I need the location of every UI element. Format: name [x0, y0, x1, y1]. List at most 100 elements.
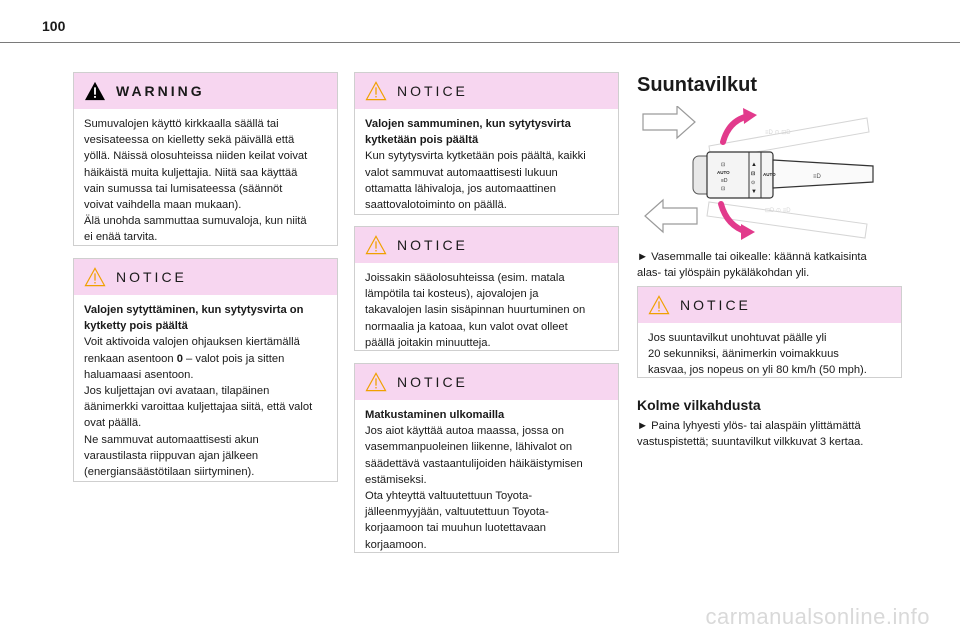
- notice-title: NOTICE: [680, 297, 751, 313]
- text-line: ei enää tarvita.: [84, 231, 158, 244]
- text-line: saattovalotoiminto on päällä.: [365, 199, 507, 212]
- text-line: Sumuvalojen käyttö kirkkaalla säällä tai: [84, 118, 279, 130]
- text-line: äänimerkki varoittaa kuljettajaa siitä, …: [84, 401, 313, 414]
- notice-text: Joissakin sääolosuhteissa (esim. matala …: [355, 263, 618, 359]
- text-line: Jos aiot käyttää autoa maassa, jossa on: [365, 425, 565, 438]
- warning-title: WARNING: [116, 83, 205, 99]
- text-line: yöllä. Näissä olosuhteissa niiden keilat…: [84, 150, 308, 163]
- text-line: alas- tai ylöspäin pykäläkohdan yli.: [637, 267, 810, 280]
- text-line: ottamatta lähivaloja, jos automaattinen: [365, 182, 556, 195]
- auto-label: AUTO: [717, 170, 730, 175]
- notice-text: Valojen sytyttäminen, kun sytytysvirta o…: [74, 295, 337, 488]
- text-span: – valot pois ja sitten: [182, 352, 285, 365]
- instruction-text: ► Vasemmalle tai oikealle: käännä katkai…: [637, 249, 907, 281]
- text-line: haluamaasi asentoon.: [84, 368, 194, 381]
- position-zero: 0: [176, 352, 183, 365]
- svg-text:≡D: ≡D: [721, 178, 728, 184]
- text-line: 20 sekunniksi, äänimerkin voimakkuus: [648, 348, 839, 361]
- notice-title: NOTICE: [116, 269, 187, 285]
- svg-text:⊡: ⊡: [721, 162, 725, 168]
- warning-box: WARNING Sumuvalojen käyttö kirkkaalla sä…: [73, 72, 338, 246]
- right-arrow-icon: [642, 106, 696, 140]
- notice-heading: Valojen sytyttäminen, kun sytytysvirta o…: [84, 304, 304, 316]
- subsection-title: Kolme vilkahdusta: [637, 397, 761, 413]
- notice-box-lights-off: NOTICE Valojen sammuminen, kun sytytysvi…: [354, 72, 619, 215]
- left-arrow-icon: [644, 198, 698, 234]
- page-number: 100: [42, 18, 66, 34]
- text-line: häikäistä muita kuljettajia. Niitä saa k…: [84, 166, 298, 179]
- text-line: Ota yhteyttä valtuutettuun Toyota-: [365, 490, 533, 503]
- text-line: kasvaa, jos nopeus on yli 80 km/h (50 mp…: [648, 364, 867, 377]
- text-line: vasemmanpuoleinen liikenne, lähivalot on: [365, 441, 573, 454]
- notice-header: NOTICE: [355, 364, 618, 400]
- footer-watermark: carmanualsonline.info: [705, 604, 930, 629]
- svg-text:⊡: ⊡: [721, 186, 725, 192]
- notice-icon: [648, 295, 670, 315]
- notice-title: NOTICE: [397, 237, 468, 253]
- text-line: varaustilasta riippuvan ajan jälkeen: [84, 449, 259, 462]
- text-line: korjaamoon.: [365, 538, 427, 551]
- text-line: takavalojen lasin sisäpinnan huurtuminen…: [365, 304, 586, 317]
- text-line: vastuspistettä; suuntavilkut vilkkuvat 3…: [637, 436, 864, 449]
- text-line: Joissakin sääolosuhteissa (esim. matala: [365, 272, 565, 284]
- warning-text: Sumuvalojen käyttö kirkkaalla säällä tai…: [74, 109, 337, 254]
- warning-icon: [85, 81, 105, 101]
- notice-box-condensation: NOTICE Joissakin sääolosuhteissa (esim. …: [354, 226, 619, 351]
- text-line: Jos suuntavilkut unohtuvat päälle yli: [648, 332, 827, 344]
- svg-text:▼: ▼: [751, 189, 757, 195]
- notice-header: NOTICE: [355, 73, 618, 109]
- svg-text:⊡: ⊡: [751, 171, 755, 177]
- text-line: Kun sytytysvirta kytketään pois päältä, …: [365, 150, 586, 163]
- notice-header: NOTICE: [638, 287, 901, 323]
- text-line: korjaamoon tai muuhun luotettavaan: [365, 522, 546, 535]
- svg-text:⊡D ⊙ ≡D: ⊡D ⊙ ≡D: [765, 208, 791, 214]
- text-line: normaalia ja katoaa, kun valot ovat olle…: [365, 320, 568, 333]
- notice-icon: [365, 235, 387, 255]
- notice-title: NOTICE: [397, 374, 468, 390]
- three-flash-text: ► Paina lyhyesti ylös- tai alaspäin ylit…: [637, 418, 907, 450]
- text-line: jälleenmyyjään, valtuutettuun Toyota-: [365, 506, 549, 519]
- text-line: estämiseksi.: [365, 473, 427, 486]
- text-line: valot sammuvat automaattisesti lukuun: [365, 166, 558, 179]
- text-line: Ne sammuvat automaattisesti akun: [84, 433, 259, 446]
- notice-icon: [84, 267, 106, 287]
- notice-heading: kytketty pois päältä: [84, 320, 188, 333]
- text-line: (energiansäästötilaan siirtyminen).: [84, 466, 255, 479]
- text-line: ► Vasemmalle tai oikealle: käännä katkai…: [637, 251, 867, 263]
- text-line: ovat päällä.: [84, 417, 142, 430]
- text-line: Voit aktivoida valojen ohjauksen kiertäm…: [84, 336, 300, 349]
- svg-text:⊙: ⊙: [751, 180, 755, 186]
- auto-label: AUTO: [763, 172, 776, 177]
- notice-text: Jos suuntavilkut unohtuvat päälle yli 20…: [638, 323, 901, 387]
- notice-header: NOTICE: [74, 259, 337, 295]
- text-line: Älä unohda sammuttaa sumuvaloja, kun nii…: [84, 215, 307, 228]
- notice-text: Valojen sammuminen, kun sytytysvirta kyt…: [355, 109, 618, 221]
- top-rule: [0, 42, 960, 43]
- svg-text:▲: ▲: [751, 162, 757, 168]
- text-line: ► Paina lyhyesti ylös- tai alaspäin ylit…: [637, 420, 861, 432]
- notice-box-indicator: NOTICE Jos suuntavilkut unohtuvat päälle…: [637, 286, 902, 378]
- text-line: vesisateessa on kielletty sekä päivällä …: [84, 134, 295, 147]
- notice-header: NOTICE: [355, 227, 618, 263]
- notice-heading: Matkustaminen ulkomailla: [365, 409, 505, 421]
- notice-icon: [365, 372, 387, 392]
- text-line: päällä joitakin minuutteja.: [365, 336, 491, 349]
- warning-header: WARNING: [74, 73, 337, 109]
- text-line: lämpötila tai kosteus), ajovalojen ja: [365, 288, 539, 301]
- notice-heading: Valojen sammuminen, kun sytytysvirta: [365, 118, 571, 130]
- text-line: vain sumussa tai lumisateessa (säännöt: [84, 182, 283, 195]
- text-line: Jos kuljettajan ovi avataan, tilapäinen: [84, 385, 270, 398]
- text-line: voivat vaihdella maan mukaan).: [84, 199, 242, 212]
- text-line: säädettävä vastaantulijoiden häikäistymi…: [365, 457, 583, 470]
- notice-box-abroad: NOTICE Matkustaminen ulkomailla Jos aiot…: [354, 363, 619, 553]
- svg-text:≡D ⊙ ⊡D: ≡D ⊙ ⊡D: [765, 130, 791, 136]
- notice-icon: [365, 81, 387, 101]
- notice-box-lights-on: NOTICE Valojen sytyttäminen, kun sytytys…: [73, 258, 338, 482]
- notice-heading: kytketään pois päältä: [365, 134, 479, 147]
- turn-signal-stalk-illustration: ≡D ⊙ ⊡D ⊡D ⊙ ≡D ⊡ AUTO ≡D ⊡ ▲ ⊡ ⊙ ▼ AUTO…: [642, 106, 874, 240]
- notice-title: NOTICE: [397, 83, 468, 99]
- text-line: renkaan asentoon 0 – valot pois ja sitte…: [84, 351, 327, 367]
- svg-text:≡D: ≡D: [813, 174, 822, 180]
- notice-text: Matkustaminen ulkomailla Jos aiot käyttä…: [355, 400, 618, 561]
- section-title: Suuntavilkut: [637, 74, 758, 96]
